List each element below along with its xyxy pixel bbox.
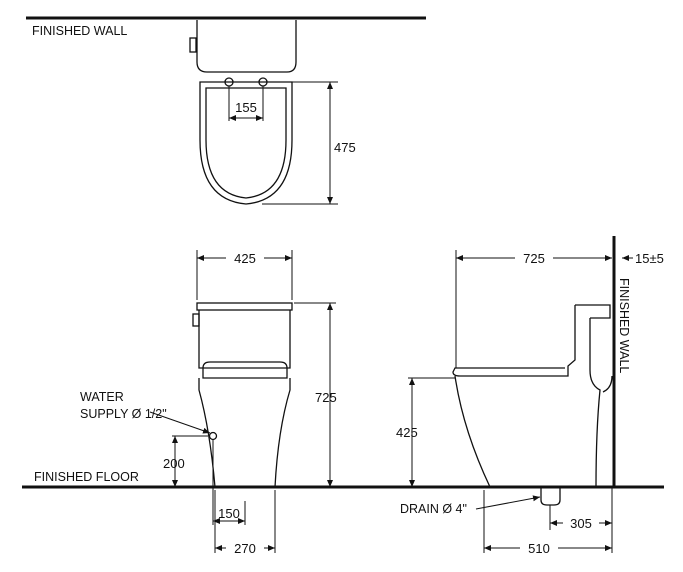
drain-leader: [475, 495, 541, 510]
dim-725-front: 725: [294, 302, 337, 487]
dim-15-5: 15±5: [622, 251, 664, 266]
front-view-tank: [198, 310, 291, 369]
dim-270-label: 270: [234, 541, 256, 556]
dim-510-label: 510: [528, 541, 550, 556]
top-view-seat: [205, 87, 287, 199]
top-view-flush-button: [189, 37, 197, 53]
dim-425-front-label: 425: [234, 251, 256, 266]
water-supply-inlet: [208, 431, 218, 441]
side-view-bowl-front: [454, 375, 491, 488]
dim-425-side: 425: [396, 377, 455, 487]
dim-510: 510: [483, 487, 613, 556]
side-view-back-curve: [602, 375, 613, 393]
front-view-toilet: [192, 302, 293, 488]
side-view-toilet: [452, 304, 613, 506]
finished-floor-label: FINISHED FLOOR: [34, 470, 139, 484]
side-view-back: [589, 318, 601, 488]
dim-155-label: 155: [235, 100, 257, 115]
top-view-tank: [196, 20, 297, 73]
water-supply-label-line1: WATER: [80, 390, 124, 404]
dim-475-label: 475: [334, 140, 356, 155]
dim-200-label: 200: [163, 456, 185, 471]
dim-305: 305: [549, 505, 612, 531]
top-view-toilet: [189, 20, 297, 205]
front-view-pedestal-right: [274, 378, 291, 488]
dim-725-side: 725: [455, 250, 612, 368]
finished-wall-side-label: FINISHED WALL: [617, 278, 631, 373]
front-view-tank-lid: [196, 302, 293, 311]
dim-725-front-label: 725: [315, 390, 337, 405]
top-view-bowl: [199, 81, 293, 205]
dim-425-side-label: 425: [396, 425, 418, 440]
dim-270: 270: [214, 490, 276, 556]
dim-150: 150: [212, 440, 246, 525]
drain-pipe: [540, 487, 561, 506]
finished-wall-top-label: FINISHED WALL: [32, 24, 127, 38]
dim-425-front: 425: [196, 250, 293, 300]
side-view-tank-lid: [575, 304, 611, 319]
front-view-flush-lever: [192, 313, 200, 327]
dim-200: 200: [163, 435, 208, 487]
dim-15-5-label: 15±5: [635, 251, 664, 266]
front-view-seat: [202, 361, 288, 379]
side-view-seat: [452, 305, 576, 377]
dim-155: 155: [228, 86, 264, 121]
dim-305-label: 305: [570, 516, 592, 531]
water-supply-leader: [149, 411, 211, 434]
dim-725-side-label: 725: [523, 251, 545, 266]
dim-150-label: 150: [218, 506, 240, 521]
water-supply-label-line2: SUPPLY Ø 1/2": [80, 407, 167, 421]
drain-label: DRAIN Ø 4": [400, 502, 467, 516]
dim-475: 475: [262, 81, 356, 205]
